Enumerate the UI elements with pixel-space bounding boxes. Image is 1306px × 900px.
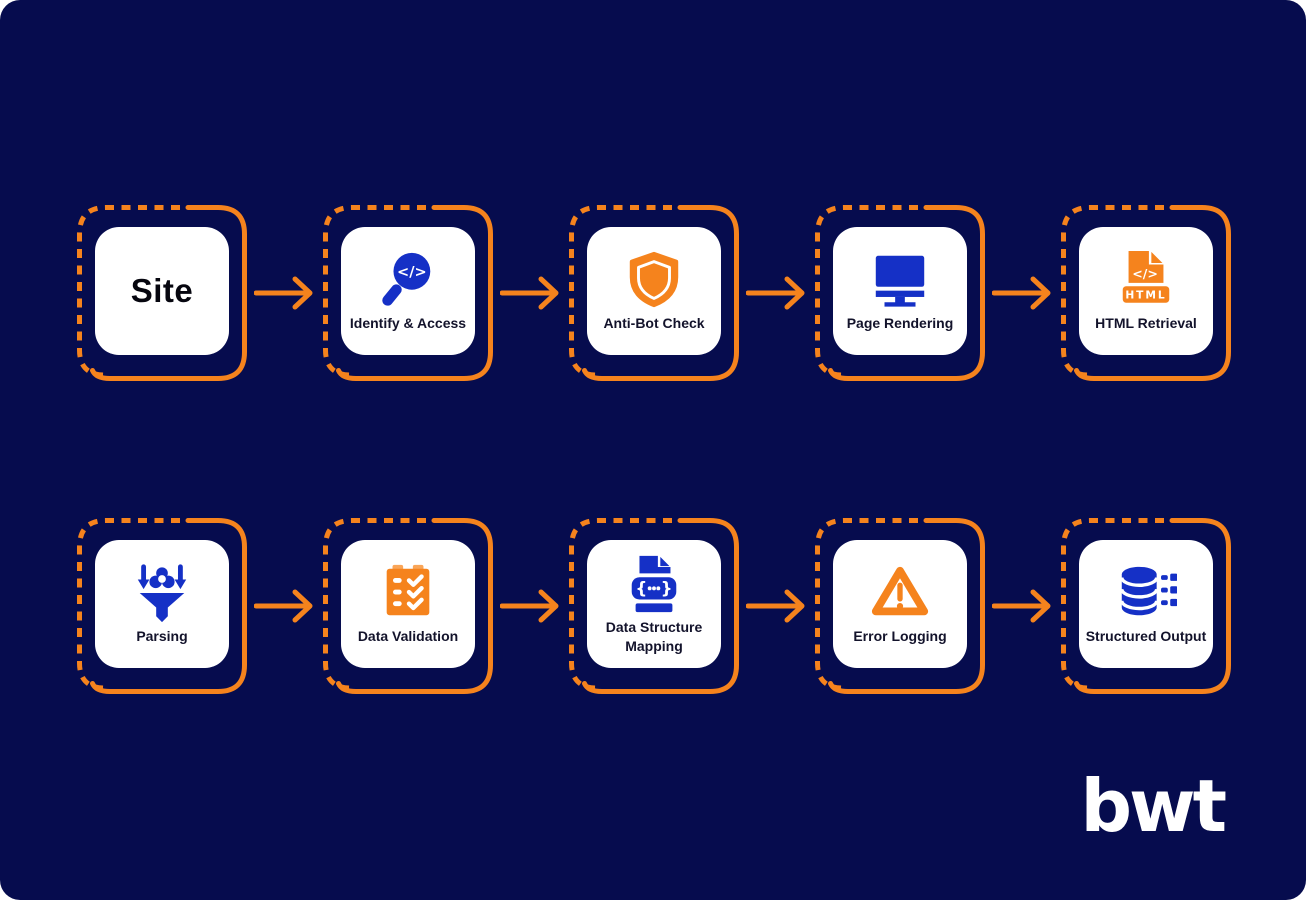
flow-node-data-validation: Data Validation <box>322 517 494 695</box>
node-label: Parsing <box>136 628 188 645</box>
node-card: Data Validation <box>341 540 475 668</box>
svg-text:HTML: HTML <box>1125 289 1166 302</box>
arrow-right-icon <box>500 586 564 626</box>
arrow-right-icon <box>500 273 564 313</box>
code-magnifier-icon: </> <box>382 253 431 306</box>
node-label: Identify & Access <box>349 315 467 332</box>
node-card: Anti-Bot Check <box>587 227 721 355</box>
arrow-right-icon <box>746 586 810 626</box>
flow-node-page-rendering: Page Rendering <box>814 204 986 382</box>
node-label: Data Validation <box>357 628 459 645</box>
monitor-icon <box>875 256 925 307</box>
node-card: Site <box>95 227 229 355</box>
arrow-right-icon <box>992 586 1056 626</box>
shield-icon <box>629 252 679 308</box>
flow-node-structured-output: Structured Output <box>1060 517 1232 695</box>
arrow-right-icon <box>992 273 1056 313</box>
node-card: Parsing <box>95 540 229 668</box>
warning-triangle-icon <box>871 567 929 616</box>
arrow-right-icon <box>746 273 810 313</box>
bwt-logo: bwt <box>1080 764 1227 848</box>
flow-node-identify-access: </> Identify & Access <box>322 204 494 382</box>
node-card: </> Identify & Access <box>341 227 475 355</box>
node-card: Page Rendering <box>833 227 967 355</box>
node-card: Structured Output <box>1079 540 1213 668</box>
arrow-right-icon <box>254 273 318 313</box>
node-label: Data Structure Mapping <box>605 619 703 654</box>
funnel-filter-icon <box>137 564 187 623</box>
node-label: Structured Output <box>1085 628 1207 645</box>
flow-node-site: Site <box>76 204 248 382</box>
node-label: HTML Retrieval <box>1095 315 1197 332</box>
flow-node-parsing: Parsing <box>76 517 248 695</box>
svg-text:}: } <box>661 579 673 598</box>
flow-node-data-structure-mapping: { } Data Structure Mapping <box>568 517 740 695</box>
svg-text:{: { <box>636 579 648 598</box>
node-label: Anti-Bot Check <box>603 315 705 332</box>
node-label: Error Logging <box>853 628 947 645</box>
database-icon <box>1120 567 1177 616</box>
node-label: Site <box>130 272 194 309</box>
node-card: Error Logging <box>833 540 967 668</box>
flow-node-anti-bot-check: Anti-Bot Check <box>568 204 740 382</box>
code-document-icon: { } <box>631 555 677 613</box>
flow-node-error-logging: Error Logging <box>814 517 986 695</box>
svg-text:</>: </> <box>1132 266 1158 281</box>
flow-node-html-retrieval: </> HTML HTML Retrieval <box>1060 204 1232 382</box>
node-card: { } Data Structure Mapping <box>587 540 721 668</box>
html-file-icon: </> HTML <box>1122 251 1170 304</box>
checklist-icon <box>386 565 430 616</box>
node-label: Page Rendering <box>846 315 954 332</box>
arrow-right-icon <box>254 586 318 626</box>
svg-text:</>: </> <box>397 265 427 281</box>
node-card: </> HTML HTML Retrieval <box>1079 227 1213 355</box>
